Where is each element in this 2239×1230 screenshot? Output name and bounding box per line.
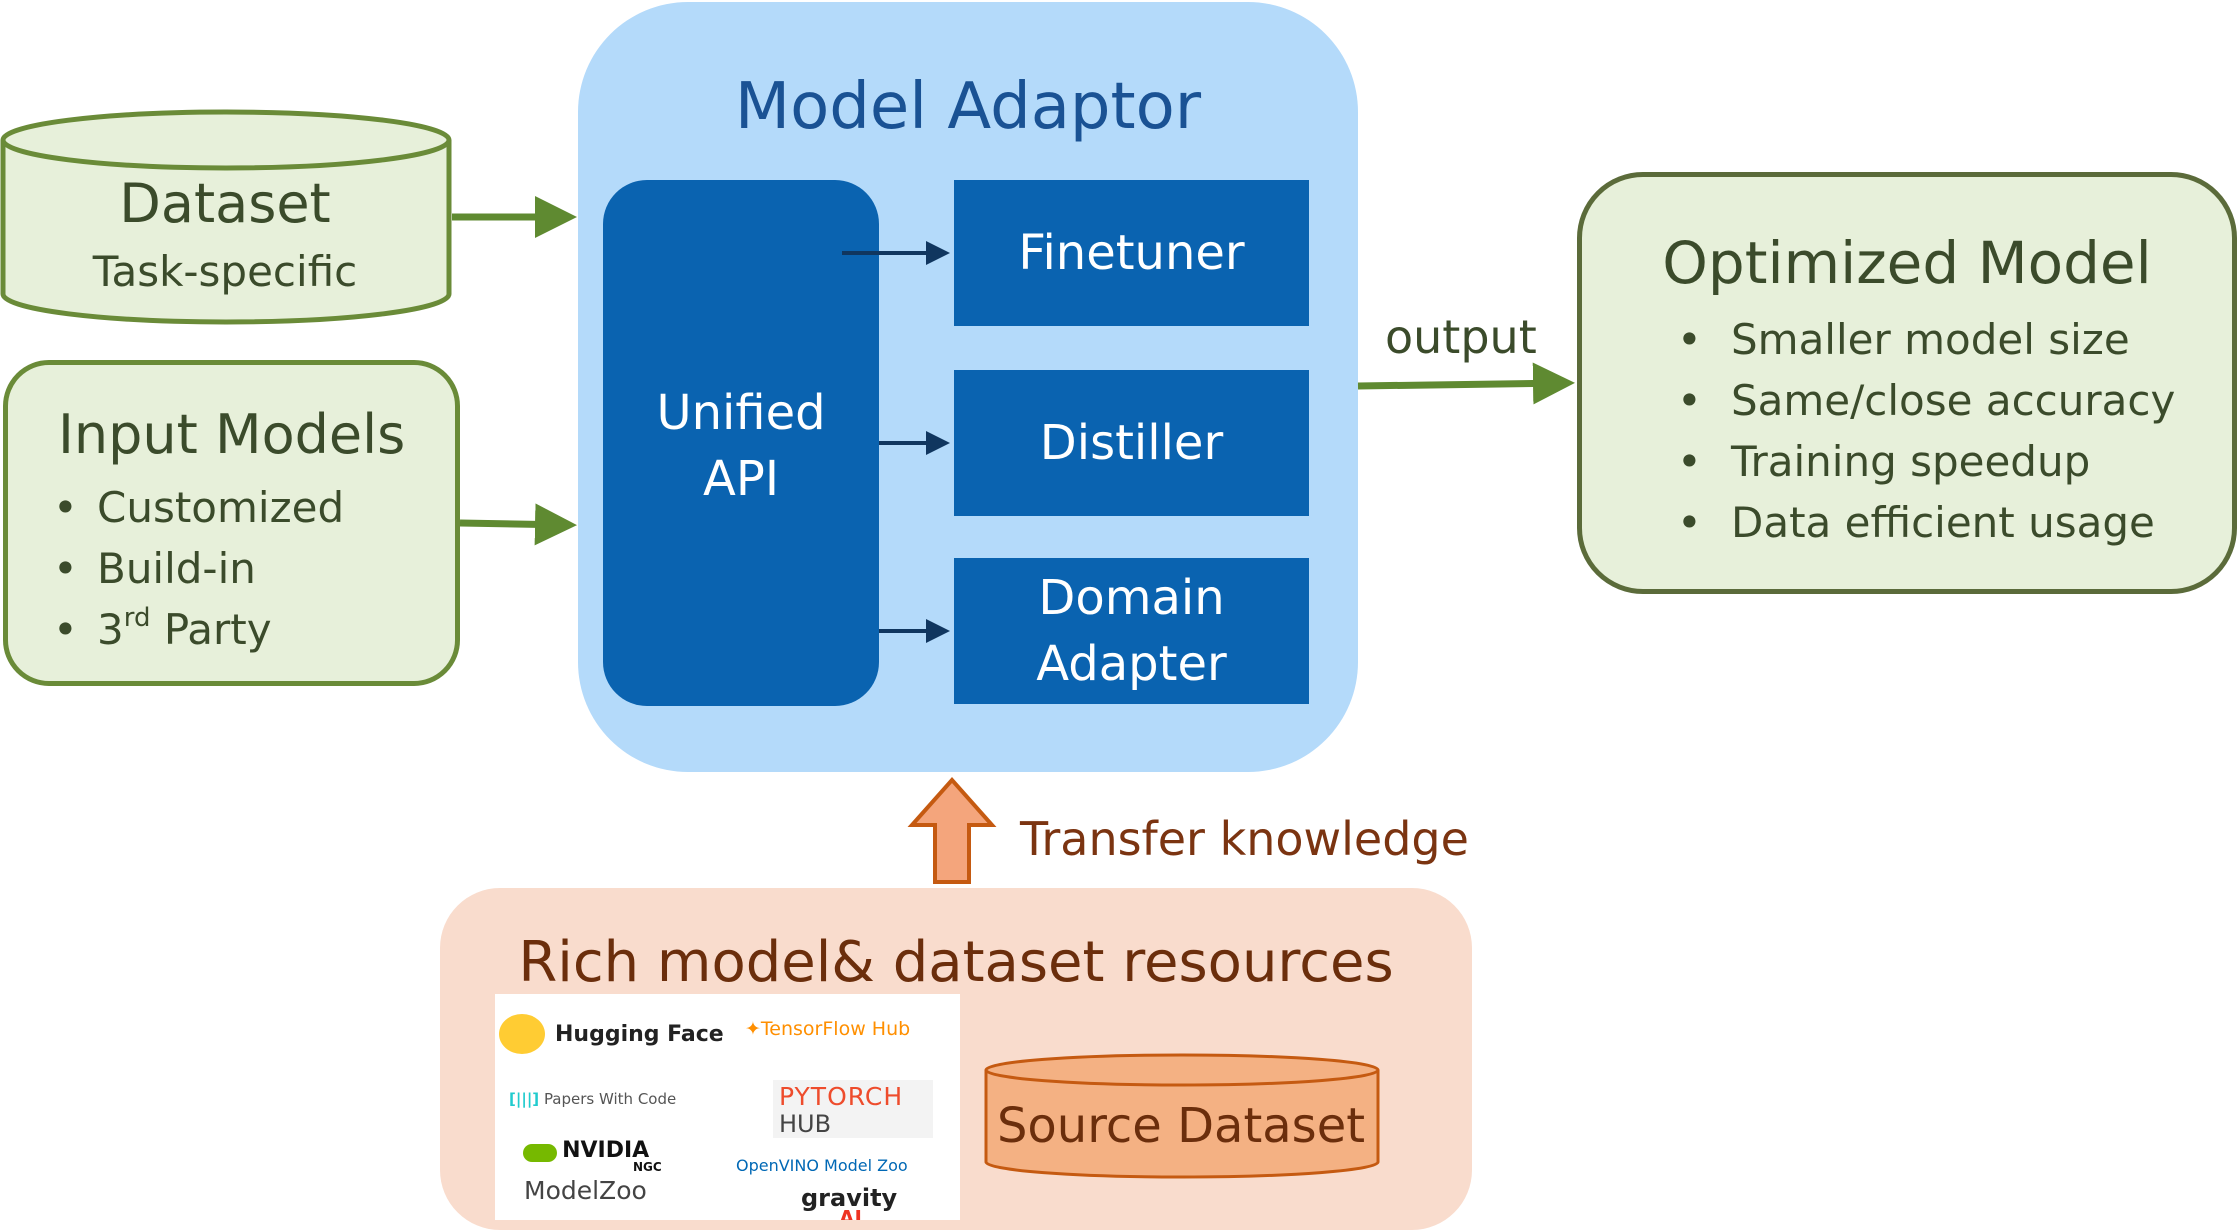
gravity-ai-logo: gravity AI	[801, 1184, 898, 1220]
transfer-arrow	[907, 776, 997, 884]
distiller-label: Distiller	[1039, 415, 1224, 471]
openvino-logo: OpenVINO Model Zoo	[736, 1156, 908, 1175]
tensorflow-hub-logo: ✦TensorFlow Hub	[745, 1018, 910, 1040]
list-item-text: Party	[150, 605, 272, 654]
list-item-text: Customized	[97, 483, 345, 532]
list-item: Same/close accuracy	[1677, 370, 2175, 431]
transfer-knowledge-label: Transfer knowledge	[1020, 812, 1469, 866]
hugging-face-logo: Hugging Face	[499, 1014, 724, 1054]
model-adaptor-title: Model Adaptor	[734, 70, 1202, 144]
list-item: Training speedup	[1677, 431, 2175, 492]
finetuner-label: Finetuner	[1018, 225, 1245, 281]
openvino-text: OpenVINO Model Zoo	[736, 1156, 908, 1175]
optimized-model-title: Optimized Model	[1662, 229, 2152, 297]
logos-panel: Hugging Face ✦TensorFlow Hub [|||] Paper…	[495, 994, 960, 1220]
optimized-model-list: Smaller model size Same/close accuracy T…	[1677, 309, 2175, 553]
domain-adapter-box: Domain Adapter	[954, 558, 1309, 704]
pytorch-text: PYTORCH	[779, 1082, 904, 1111]
list-item-text: Build-in	[97, 544, 256, 593]
modelzoo-text: ModelZoo	[524, 1176, 647, 1205]
input-models-title: Input Models	[58, 403, 406, 466]
list-item: Smaller model size	[1677, 309, 2175, 370]
source-dataset-shape	[984, 1053, 1380, 1179]
nvidia-text: NVIDIA	[562, 1138, 650, 1163]
list-item-text: 3	[97, 605, 124, 654]
resources-title: Rich model& dataset resources	[518, 930, 1394, 995]
tensorflow-hub-text: TensorFlow Hub	[760, 1018, 911, 1040]
tensorflow-icon: ✦	[745, 1018, 761, 1040]
dataset-cylinder-shape	[0, 109, 452, 325]
unified-api-label: Unified API	[603, 380, 879, 512]
output-arrow	[1357, 362, 1575, 405]
list-item: Build-in	[53, 538, 344, 599]
domain-adapter-line: Adapter	[1036, 636, 1227, 692]
papers-with-code-logo: [|||] Papers With Code	[509, 1090, 676, 1108]
hub-text: HUB	[779, 1110, 832, 1138]
papers-with-code-text: Papers With Code	[543, 1090, 677, 1108]
dataset-title: Dataset	[119, 172, 331, 235]
modelzoo-logo: ModelZoo	[524, 1176, 647, 1205]
superscript: rd	[123, 603, 151, 633]
ngc-text: NGC	[633, 1160, 662, 1174]
papers-with-code-icon: [|||]	[509, 1090, 540, 1108]
list-item: Customized	[53, 477, 344, 538]
unified-api-box: Unified API	[603, 180, 879, 706]
list-item: 3rd Party	[53, 599, 344, 660]
dataset-cylinder	[0, 108, 452, 328]
input-models-list: Customized Build-in 3rd Party	[53, 477, 344, 660]
domain-adapter-line: Domain	[1038, 570, 1225, 626]
input-models-arrow	[459, 503, 577, 546]
optimized-model-box: Optimized Model Smaller model size Same/…	[1577, 172, 2237, 594]
list-item: Data efficient usage	[1677, 492, 2175, 553]
input-models-box: Input Models Customized Build-in 3rd Par…	[3, 360, 460, 686]
unified-api-line: API	[703, 451, 779, 507]
finetuner-box: Finetuner	[954, 180, 1309, 326]
domain-adapter-label: Domain Adapter	[1036, 565, 1226, 697]
source-dataset-cylinder	[982, 1052, 1382, 1182]
hugging-face-text: Hugging Face	[555, 1021, 724, 1047]
ai-text: AI	[839, 1206, 862, 1220]
distiller-box: Distiller	[954, 370, 1309, 516]
hugging-face-icon	[499, 1014, 545, 1054]
gravity-text: gravity	[801, 1184, 898, 1212]
nvidia-ngc-logo: NVIDIA NGC	[523, 1138, 662, 1174]
source-dataset-label: Source Dataset	[996, 1098, 1366, 1154]
nvidia-icon	[523, 1143, 557, 1162]
dataset-subtitle: Task-specific	[92, 247, 358, 296]
pytorch-hub-logo: PYTORCH HUB	[773, 1080, 933, 1138]
unified-api-line: Unified	[656, 385, 826, 441]
output-label: output	[1385, 310, 1537, 364]
